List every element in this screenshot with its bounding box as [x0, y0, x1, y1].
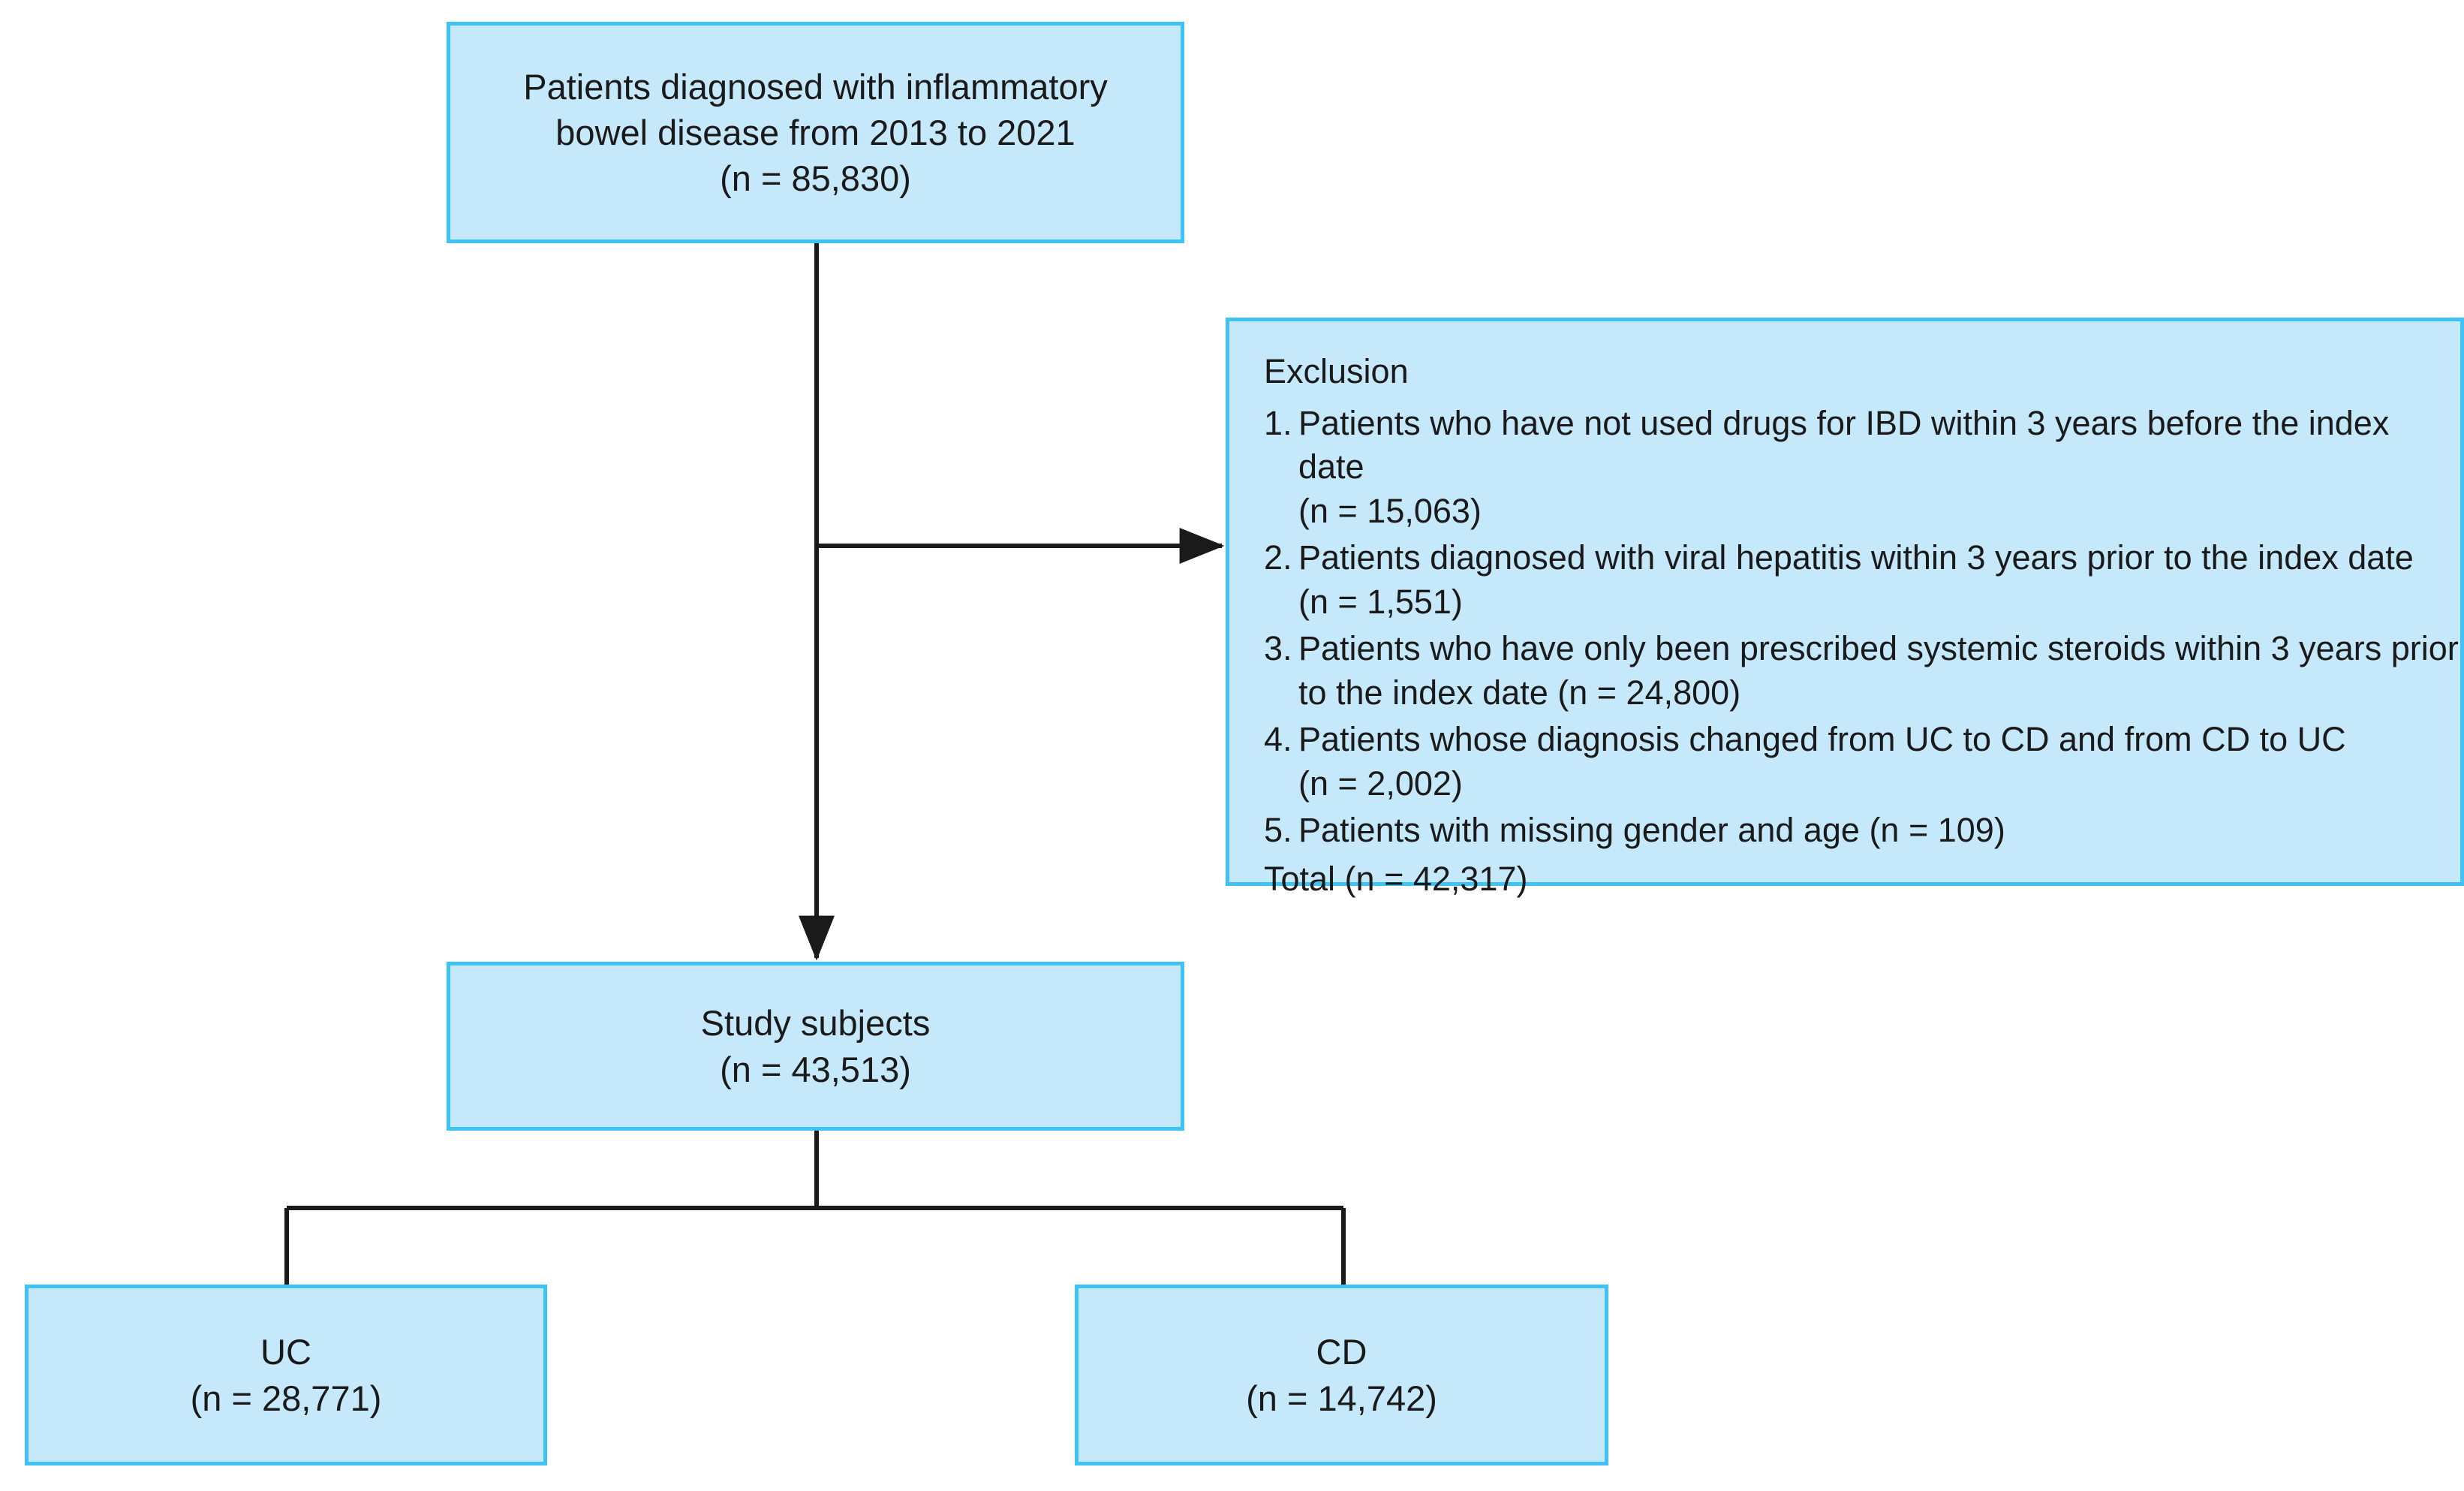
exclusion-item-number: 3. — [1264, 629, 1292, 667]
exclusion-item-number: 5. — [1264, 811, 1292, 849]
source-box-line-1: Patients diagnosed with inflammatory — [523, 66, 1108, 107]
source-box-line-2: bowel disease from 2013 to 2021 — [555, 112, 1076, 152]
exclusion-item-text: Patients diagnosed with viral hepatitis … — [1298, 538, 2414, 621]
uc-group-box: UC (n = 28,771) — [25, 1285, 547, 1465]
study-subjects-box: Study subjects (n = 43,513) — [447, 962, 1184, 1131]
study-subjects-count: (n = 43,513) — [720, 1049, 911, 1089]
cd-label: CD — [1316, 1332, 1367, 1372]
study-subjects-label: Study subjects — [700, 1003, 931, 1044]
exclusion-criteria-box: Exclusion 1. Patients who have not used … — [1226, 318, 2464, 898]
cd-group-box: CD (n = 14,742) — [1075, 1285, 1608, 1465]
source-population-box: Patients diagnosed with inflammatory bow… — [447, 22, 1184, 243]
uc-label: UC — [260, 1332, 311, 1372]
exclusion-item: 2. Patients diagnosed with viral hepatit… — [1264, 536, 2414, 624]
exclusion-item-number: 2. — [1264, 538, 1292, 577]
exclusion-item-text: Patients with missing gender and age (n … — [1298, 811, 2005, 849]
source-box-count: (n = 85,830) — [720, 158, 911, 199]
cd-count: (n = 14,742) — [1246, 1378, 1437, 1418]
exclusion-item: 3. Patients who have only been prescribe… — [1264, 627, 2459, 715]
exclusion-item-text: Patients whose diagnosis changed from UC… — [1298, 720, 2346, 803]
uc-count: (n = 28,771) — [190, 1378, 382, 1418]
exclusion-item: 1. Patients who have not used drugs for … — [1264, 402, 2460, 534]
exclusion-item-text: Patients who have not used drugs for IBD… — [1298, 403, 2390, 530]
exclusion-item: 5. Patients with missing gender and age … — [1264, 809, 2005, 853]
exclusion-title: Exclusion — [1264, 352, 1409, 390]
exclusion-total: Total (n = 42,317) — [1264, 859, 1528, 898]
exclusion-item: 4. Patients whose diagnosis changed from… — [1264, 718, 2346, 806]
exclusion-item-text: Patients who have only been prescribed s… — [1298, 629, 2459, 712]
exclusion-item-number: 4. — [1264, 720, 1292, 758]
exclusion-item-number: 1. — [1264, 403, 1292, 442]
